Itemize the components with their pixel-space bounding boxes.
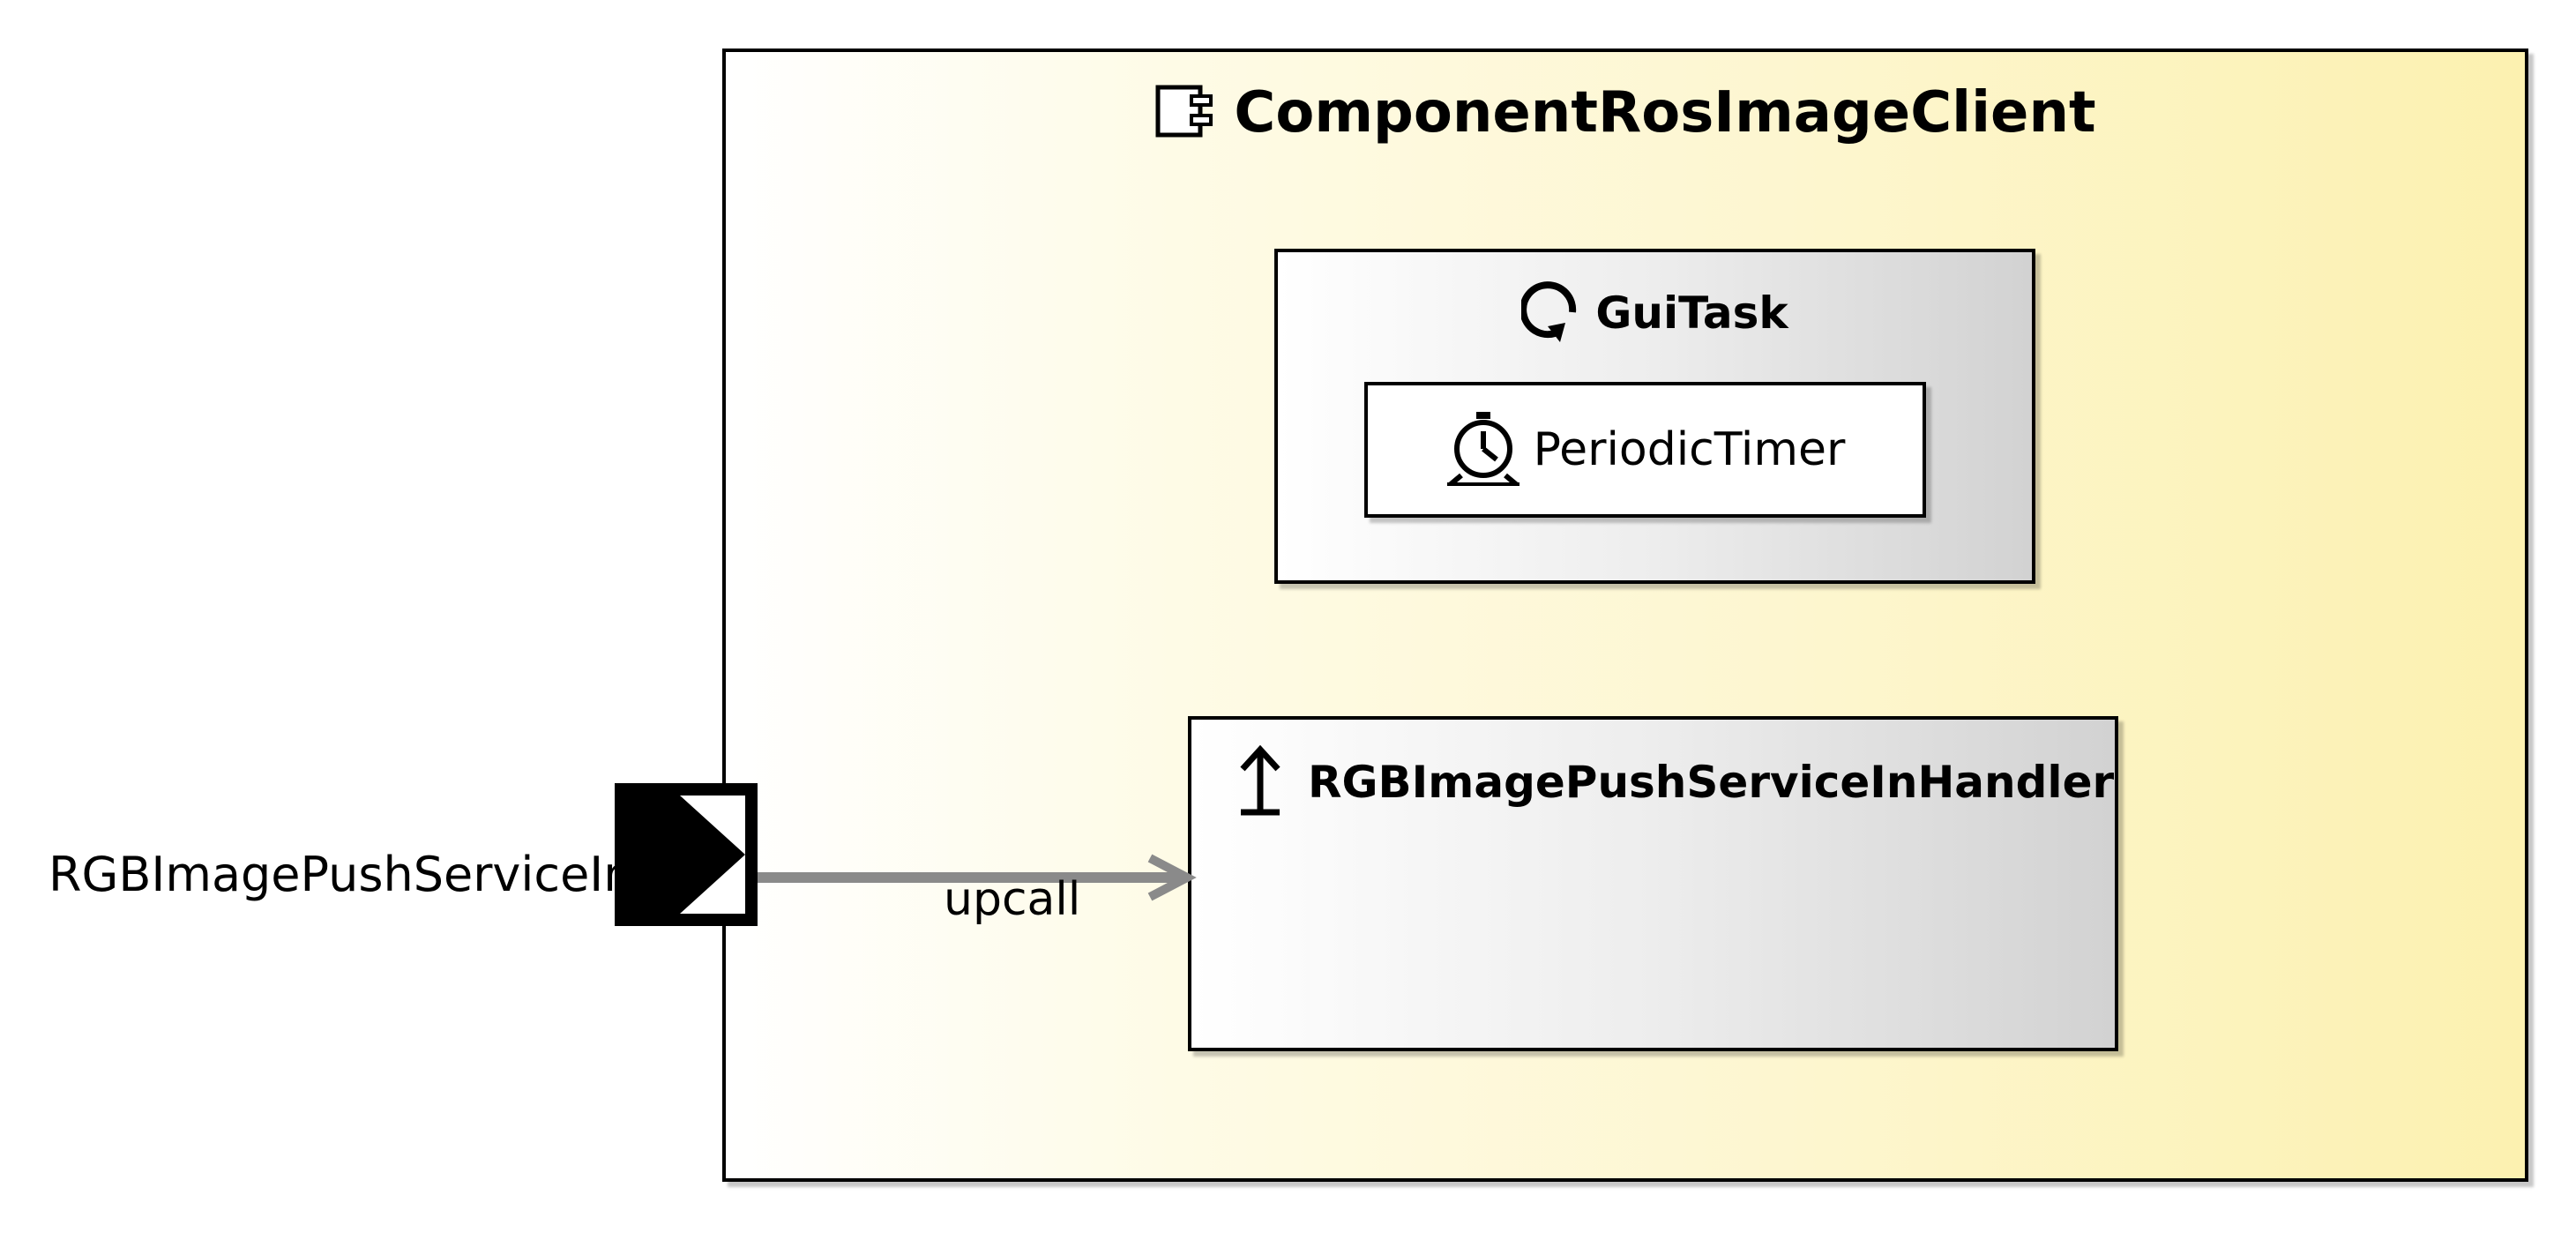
input-port-icon bbox=[627, 796, 745, 914]
component-header: ComponentRosImageClient bbox=[726, 80, 2525, 146]
component-title: ComponentRosImageClient bbox=[1234, 80, 2096, 146]
port-label: RGBImagePushServiceIn bbox=[49, 847, 634, 902]
timer-label: PeriodicTimer bbox=[1533, 423, 1846, 476]
component-icon bbox=[1154, 84, 1216, 142]
handler-title: RGBImagePushServiceInHandler bbox=[1308, 757, 2115, 808]
task-header: GuiTask bbox=[1278, 277, 2032, 349]
handler-header: RGBImagePushServiceInHandler bbox=[1236, 744, 2114, 820]
upcall-arrow-icon bbox=[1236, 744, 1285, 820]
task-title: GuiTask bbox=[1595, 288, 1788, 339]
timer-box[interactable]: PeriodicTimer bbox=[1364, 382, 1926, 518]
task-loop-icon bbox=[1519, 277, 1583, 349]
input-port[interactable] bbox=[615, 783, 758, 926]
handler-box[interactable]: RGBImagePushServiceInHandler bbox=[1188, 716, 2118, 1051]
connector-label: upcall bbox=[944, 873, 1081, 926]
timer-icon bbox=[1445, 410, 1521, 489]
